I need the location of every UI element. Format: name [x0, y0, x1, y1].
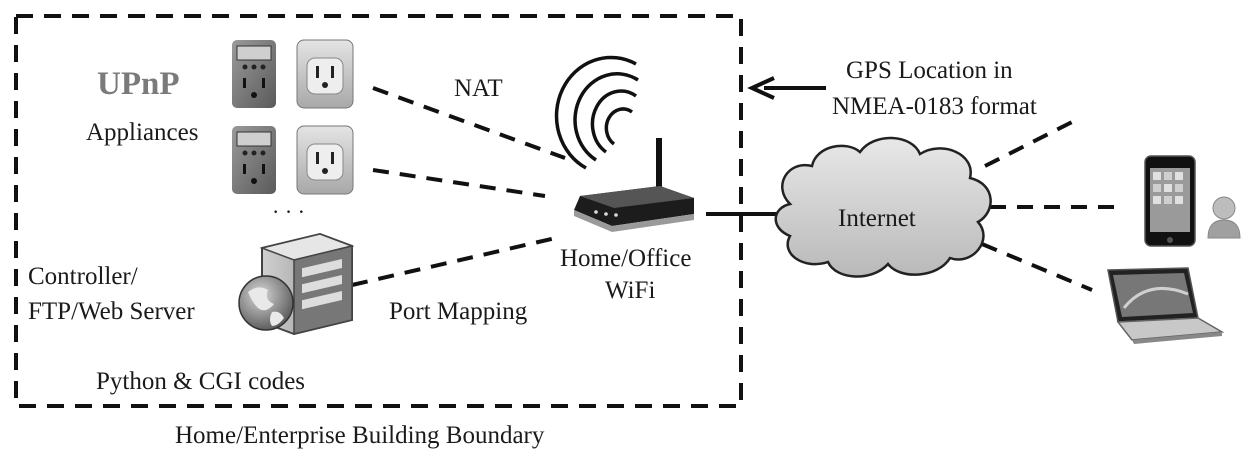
nat-link-upper: [372, 86, 566, 160]
upnp-appliances-label: Appliances: [86, 119, 199, 146]
controller-label: Controller/: [28, 263, 138, 290]
laptop-icon: [1107, 267, 1225, 344]
appliances-ellipsis: · · ·: [272, 199, 305, 224]
upnp-title: UPnP: [97, 66, 180, 102]
smart-plug-icon: [296, 39, 354, 109]
port-mapping-link: [351, 235, 561, 287]
ftp-web-server-label: FTP/Web Server: [28, 298, 195, 325]
gps-arrow: [747, 76, 826, 100]
nat-link-lower: [372, 168, 546, 198]
router-label-line2: WiFi: [605, 277, 656, 304]
gps-label-line1: GPS Location in: [846, 57, 1013, 84]
gps-label-line2: NMEA-0183 format: [832, 93, 1037, 120]
port-mapping-label: Port Mapping: [389, 298, 528, 325]
smart-plug-icon: [296, 125, 354, 195]
wifi-router-icon: [554, 55, 694, 232]
nat-label: NAT: [454, 75, 503, 102]
python-cgi-codes-label: Python & CGI codes: [96, 368, 306, 395]
user-icon: [1207, 196, 1241, 239]
power-meter-plug-icon: [232, 40, 276, 108]
gps-link: [984, 116, 1081, 168]
smartphone-icon: [1144, 155, 1196, 247]
server-globe-icon: [238, 232, 355, 336]
internet-label: Internet: [838, 205, 916, 232]
boundary-label: Home/Enterprise Building Boundary: [175, 422, 545, 449]
cloud-icon: [774, 136, 992, 278]
connection-links: [351, 86, 1115, 292]
laptop-link: [981, 242, 1093, 292]
router-label-line1: Home/Office: [560, 245, 692, 272]
power-meter-plug-icon: [232, 126, 276, 194]
